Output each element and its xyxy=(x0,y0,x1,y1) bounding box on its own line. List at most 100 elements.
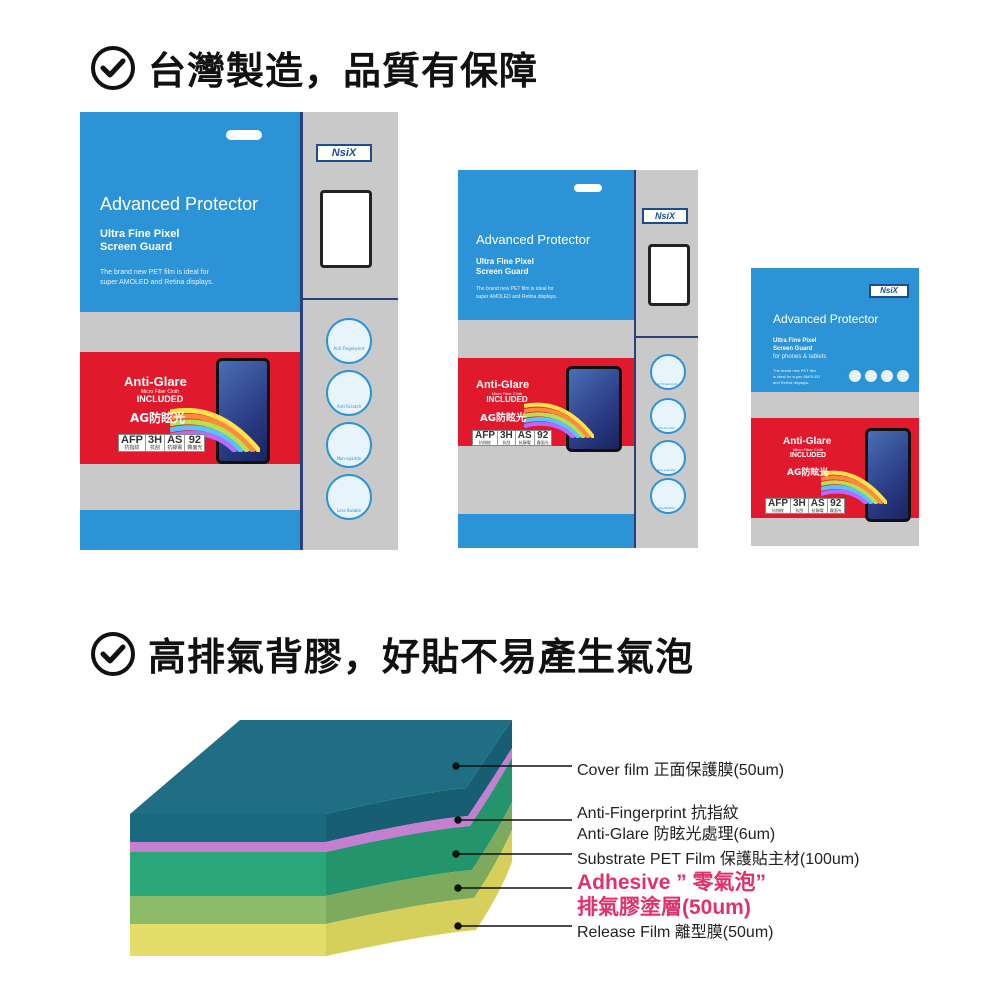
heading-text: 台灣製造，品質有保障 xyxy=(148,49,539,93)
feature-label-fingerprint: Anti Fingerprint xyxy=(654,382,678,386)
package-blue-panel xyxy=(80,112,300,312)
package-subtitle-1: Ultra Fine Pixel xyxy=(476,257,534,266)
layer-label-anti-fingerprint: Anti-Fingerprint 抗指紋 xyxy=(577,805,739,822)
sparkle-feature-icon xyxy=(326,422,372,468)
package-title: Advanced Protector xyxy=(773,312,879,326)
pet-layer-front xyxy=(130,852,326,896)
check-circle-icon xyxy=(91,45,135,90)
ag-layer-curve xyxy=(326,748,512,852)
micro-fiber-label: Micro Fiber Cloth INCLUDED xyxy=(779,447,837,460)
fingerprint-feature-icon xyxy=(847,368,863,384)
adhesive-layer-front xyxy=(130,896,326,924)
feature-label-sparkle: Non-sparkle xyxy=(656,468,676,472)
rainbow-graphic xyxy=(524,402,594,438)
check-circle-icon xyxy=(91,631,135,676)
hang-slot xyxy=(574,184,602,192)
layer-label-cover: Cover film 正面保護膜(50um) xyxy=(577,762,785,779)
scratch-feature-icon xyxy=(650,398,686,434)
tablet-screen-image xyxy=(566,366,622,452)
sparkle-feature-icon xyxy=(879,368,895,384)
ag-cn-label: AG防眩光 xyxy=(130,411,186,425)
feature-label-fingerprint: Anti Fingerprint xyxy=(333,346,365,351)
package-subtitle-1: Ultra Fine Pixel xyxy=(773,338,817,344)
package-divider-horizontal xyxy=(300,298,398,300)
layer-label-anti-glare: Anti-Glare 防眩光處理(6um) xyxy=(577,826,776,843)
adhesive-layer-curve xyxy=(326,802,512,924)
package-desc-2: is ideal for super AMOLED xyxy=(773,374,821,379)
bubble-feature-icon xyxy=(326,474,372,520)
release-layer-curve xyxy=(326,830,512,956)
package-blue-bottom xyxy=(458,514,634,548)
feature-label-scratch: Anti-Scratch xyxy=(336,404,362,409)
fingerprint-feature-icon xyxy=(650,354,686,390)
micro-fiber-label: Micro Fiber Cloth INCLUDED xyxy=(476,391,538,405)
brand-logo: NsiX xyxy=(869,284,909,298)
micro-fiber-text: Micro Fiber Cloth xyxy=(140,389,180,395)
ag-cn-label: AG防眩光 xyxy=(480,413,526,424)
package-title: Advanced Protector xyxy=(100,194,259,214)
anti-glare-label: Anti-Glare xyxy=(476,379,530,391)
cover-layer-curve xyxy=(326,720,512,842)
phone-screen-image xyxy=(865,428,911,522)
micro-fiber-text: Micro Fiber Cloth xyxy=(792,447,824,452)
heading-made-in-taiwan: 台灣製造，品質有保障 xyxy=(90,40,538,95)
package-divider-vertical xyxy=(634,170,636,548)
package-blue-panel xyxy=(458,170,634,320)
sparkle-feature-icon xyxy=(650,440,686,476)
package-subtitle-2: Screen Guard xyxy=(476,267,529,276)
micro-fiber-label: Micro Fiber Cloth INCLUDED xyxy=(124,389,196,405)
layer-label-adhesive: Adhesive ” 零氣泡” xyxy=(577,871,767,894)
fingerprint-feature-icon xyxy=(326,318,372,364)
tablet-outline-icon xyxy=(648,244,690,306)
feature-label-bubble: Less Bubble xyxy=(657,506,675,510)
anti-glare-label: Anti-Glare xyxy=(124,374,187,389)
layer-label-release: Release Film 離型膜(50um) xyxy=(577,924,774,941)
ag-cn-label: AG防眩光 xyxy=(787,468,829,478)
hang-slot xyxy=(226,130,262,140)
package-medium: Advanced Protector Ultra Fine Pixel Scre… xyxy=(458,170,698,548)
package-desc-1: The brand new PET film xyxy=(773,368,816,373)
package-large: Advanced Protector Ultra Fine Pixel Scre… xyxy=(80,112,398,550)
rainbow-graphic xyxy=(821,470,887,504)
package-small: NsiX Advanced Protector Ultra Fine Pixel… xyxy=(751,268,919,546)
layer-label-substrate: Substrate PET Film 保護貼主材(100um) xyxy=(577,851,860,868)
bubble-feature-icon xyxy=(895,368,911,384)
bubble-feature-icon xyxy=(650,478,686,514)
feature-label-scratch: Anti-Scratch xyxy=(656,426,676,430)
heading-text: 高排氣背膠，好貼不易產生氣泡 xyxy=(148,635,695,679)
cover-layer-top xyxy=(130,720,512,814)
package-desc-1: The brand new PET film is ideal for xyxy=(476,286,554,292)
included-text: INCLUDED xyxy=(486,395,528,405)
release-layer-front xyxy=(130,924,326,956)
package-desc-1: The brand new PET film is ideal for xyxy=(100,269,209,276)
included-text: INCLUDED xyxy=(789,452,827,460)
package-desc-3: and Retina displays. xyxy=(773,380,810,385)
pet-layer-curve xyxy=(326,758,512,896)
package-divider-horizontal xyxy=(634,336,698,338)
anti-glare-label: Anti-Glare xyxy=(783,436,832,447)
package-divider-vertical xyxy=(300,112,303,550)
micro-fiber-text: Micro Fiber Cloth xyxy=(491,391,523,396)
package-subtitle-1: Ultra Fine Pixel xyxy=(100,228,180,240)
package-subtitle-2: Screen Guard xyxy=(773,346,813,352)
ag-layer-front xyxy=(130,842,326,852)
brand-logo: NsiX xyxy=(316,144,372,162)
layer-label-adhesive-coating: 排氣膠塗層(50um) xyxy=(577,896,751,919)
package-desc-2: super AMOLED and Retina displays. xyxy=(100,279,214,286)
scratch-feature-icon xyxy=(863,368,879,384)
included-text: INCLUDED xyxy=(136,394,184,405)
